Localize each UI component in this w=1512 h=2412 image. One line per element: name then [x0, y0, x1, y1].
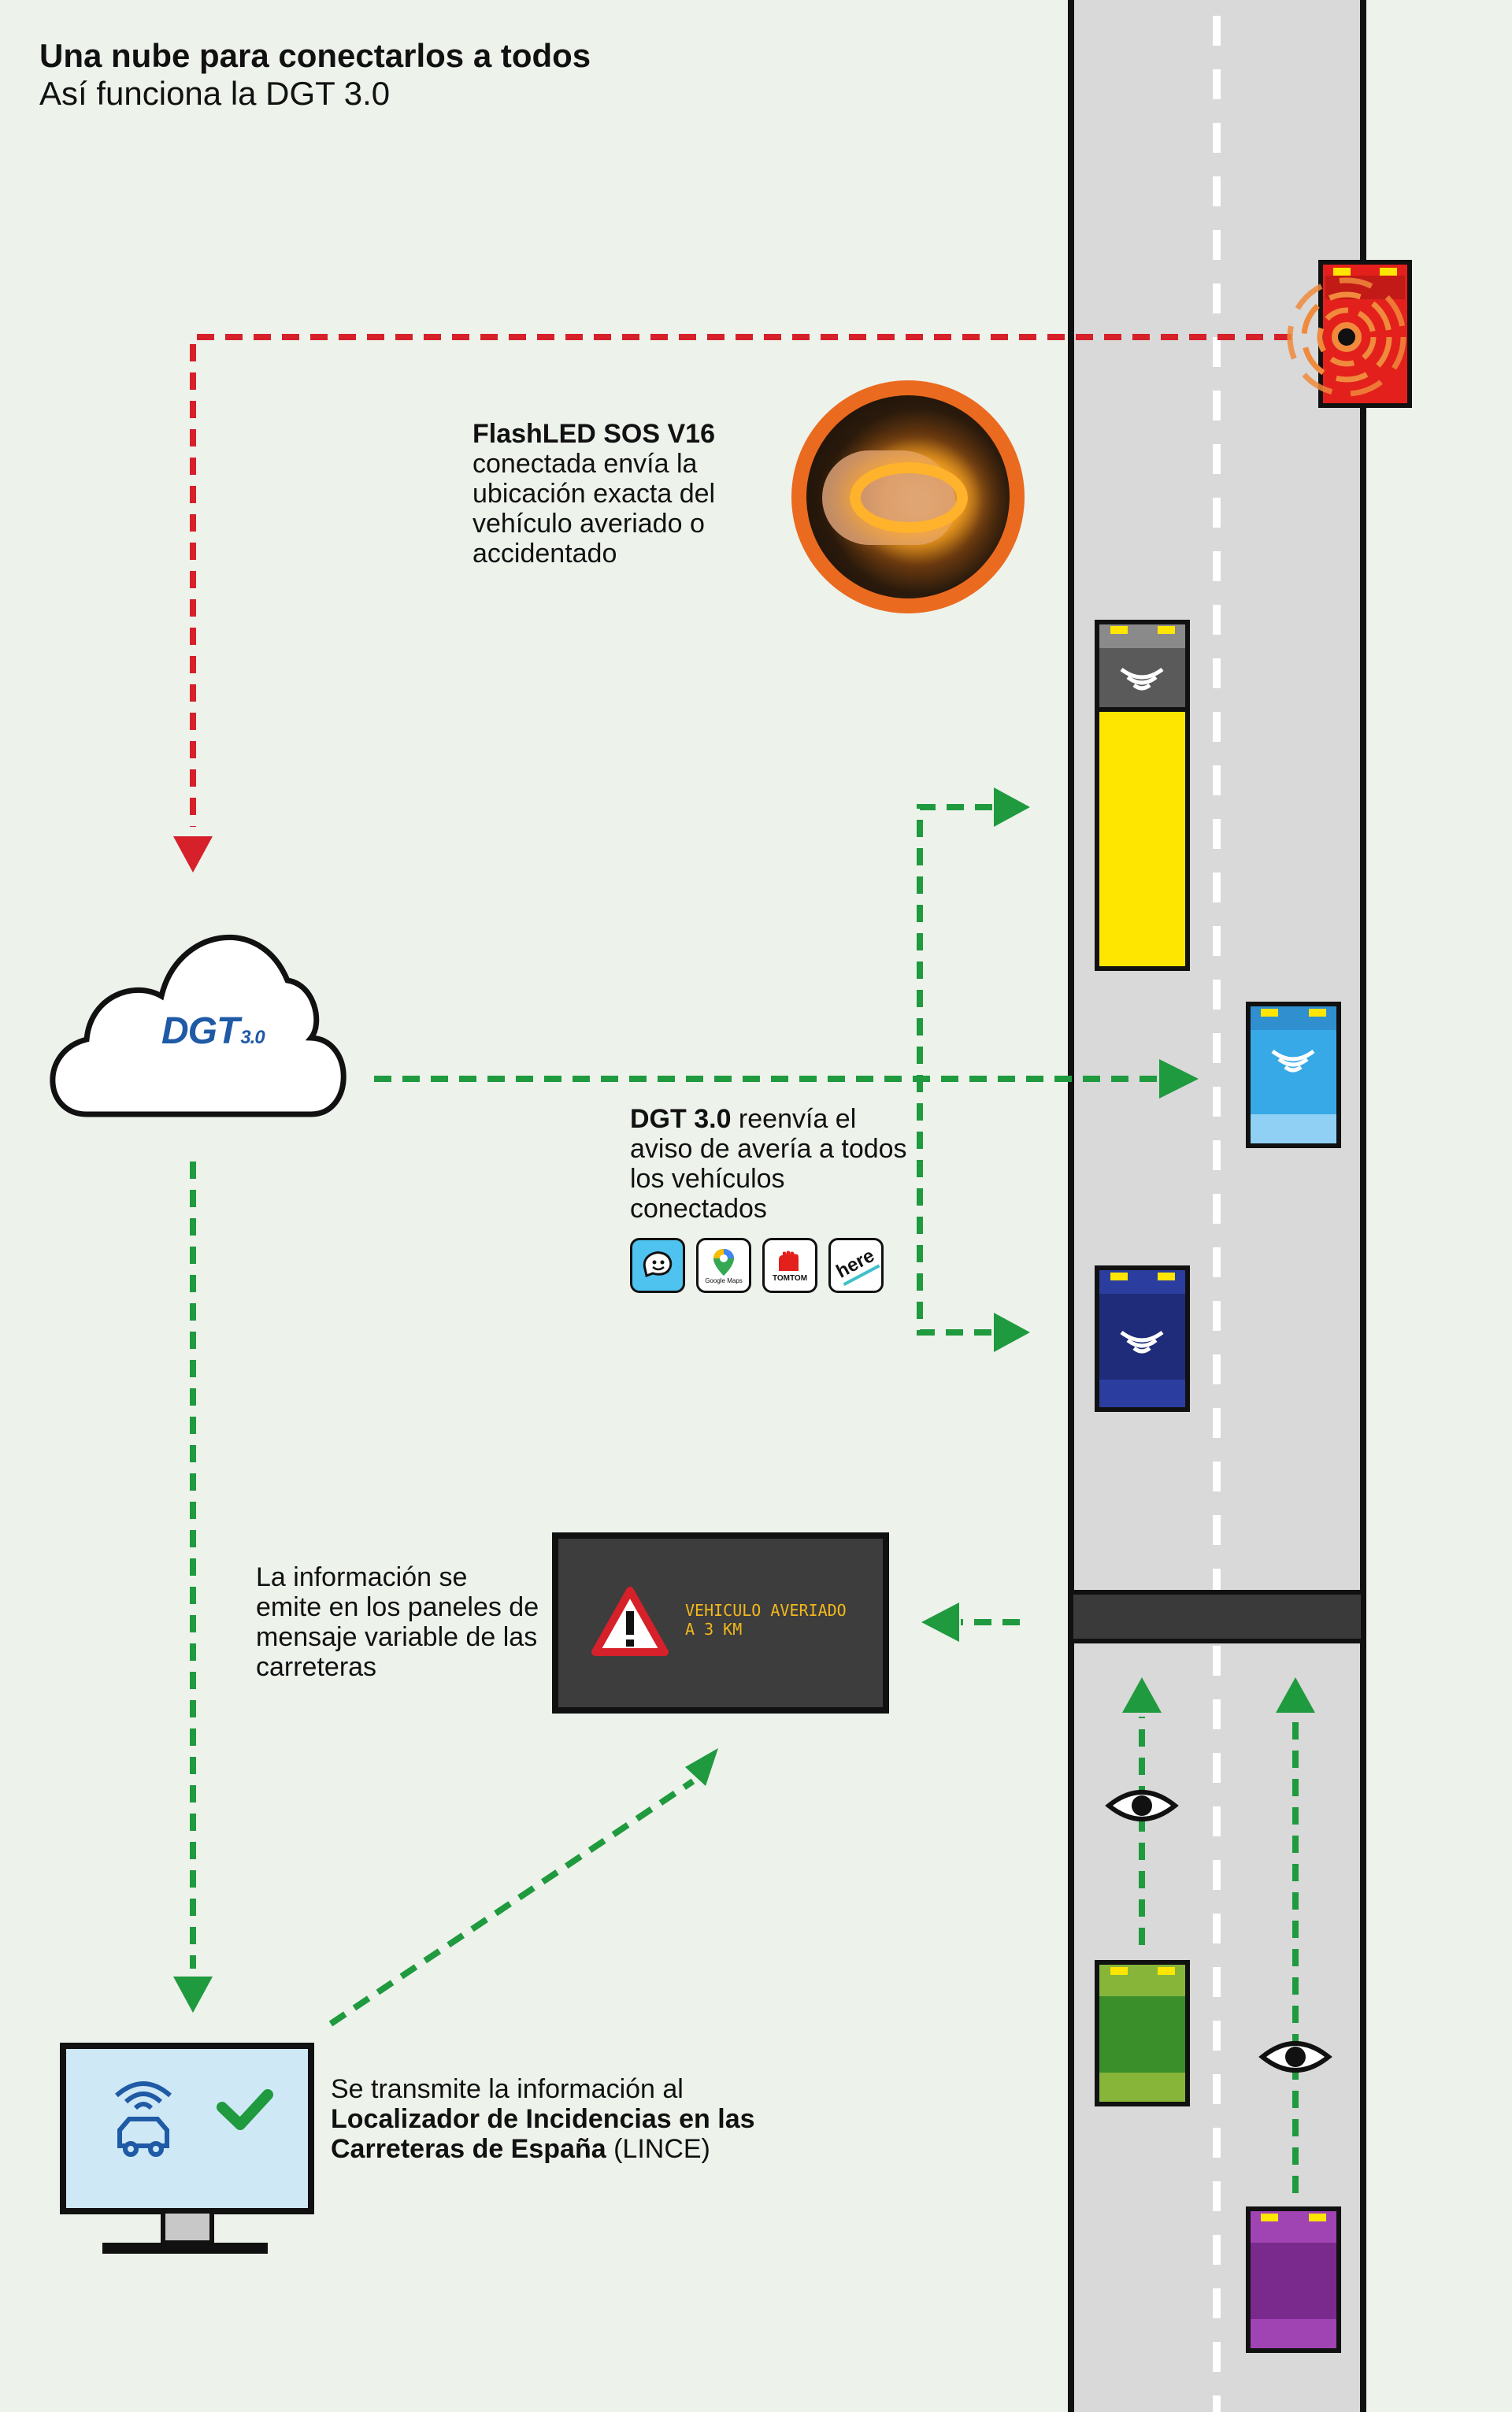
forward-text: reenvía el aviso de avería a todos los v…: [630, 1104, 907, 1224]
connected-car-icon: [115, 2081, 172, 2157]
forward-bold: DGT 3.0: [630, 1104, 732, 1134]
flashled-photo: [791, 380, 1025, 613]
tomtom-app-icon: TOMTOM: [762, 1238, 817, 1293]
here-label: here: [832, 1244, 880, 1287]
red-arrowhead: [173, 836, 213, 873]
flashled-photo-image: [806, 395, 1010, 598]
green-dashed-arrows: [190, 804, 1299, 2193]
green-arrowheads: [173, 787, 1315, 2013]
dgt-logo-name: DGT: [161, 1010, 239, 1052]
lince-text-part2: (LINCE): [606, 2134, 710, 2164]
panel-info-text: La información se emite en los paneles d…: [256, 1562, 539, 1682]
tomtom-hand-icon: [779, 1250, 799, 1271]
checkmark-icon: [217, 2089, 273, 2130]
wifi-icon: [1120, 1330, 1164, 1354]
wifi-icon: [1271, 1049, 1315, 1073]
lince-text-part1: Se transmite la información al: [331, 2074, 684, 2104]
connected-blue-car: [1246, 1002, 1341, 1148]
lince-monitor: [60, 2043, 314, 2254]
lince-description: Se transmite la información al Localizad…: [331, 2074, 756, 2164]
beacon-signal-icon: [1287, 277, 1406, 397]
eye-icon: [1105, 1790, 1179, 1821]
approaching-green-car: [1095, 1960, 1190, 2106]
panel-message: VEHICULO AVERIADO A 3 KM: [685, 1601, 878, 1639]
waze-app-icon: [630, 1238, 685, 1293]
google-maps-label: Google Maps: [705, 1276, 743, 1284]
map-pin-icon: [713, 1248, 734, 1276]
google-maps-app-icon: Google Maps: [696, 1238, 751, 1293]
connected-truck: [1095, 620, 1190, 971]
warning-triangle-icon: [591, 1587, 669, 1656]
page-title: Una nube para conectarlos a todos: [39, 37, 591, 74]
connected-navy-car: [1095, 1265, 1190, 1412]
wifi-icon: [1120, 667, 1164, 691]
approaching-purple-car: [1246, 2206, 1341, 2353]
dgt-cloud: [50, 935, 346, 1117]
beacon-description: FlashLED SOS V16 conectada envía la ubic…: [472, 419, 780, 569]
waze-icon: [643, 1251, 673, 1278]
dgt-logo-version: 3.0: [240, 1027, 265, 1048]
forward-description: DGT 3.0 reenvía el aviso de avería a tod…: [630, 1104, 914, 1224]
tomtom-label: TOMTOM: [772, 1273, 808, 1283]
lince-text-bold: Localizador de Incidencias en las Carret…: [331, 2104, 755, 2164]
here-app-icon: here: [828, 1238, 884, 1293]
eye-icon: [1258, 2041, 1332, 2073]
red-dashed-arrow: [190, 334, 1292, 827]
road-gantry: [1069, 1590, 1366, 1643]
beacon-description-text: conectada envía la ubicación exacta del …: [472, 449, 716, 569]
page-subtitle: Así funciona la DGT 3.0: [39, 75, 391, 112]
panel-message-line1: VEHICULO AVERIADO: [685, 1601, 847, 1620]
dgt-logo-text: DGT3.0: [161, 1010, 265, 1053]
beacon-name: FlashLED SOS V16: [472, 419, 715, 449]
panel-message-line2: A 3 KM: [685, 1620, 743, 1639]
